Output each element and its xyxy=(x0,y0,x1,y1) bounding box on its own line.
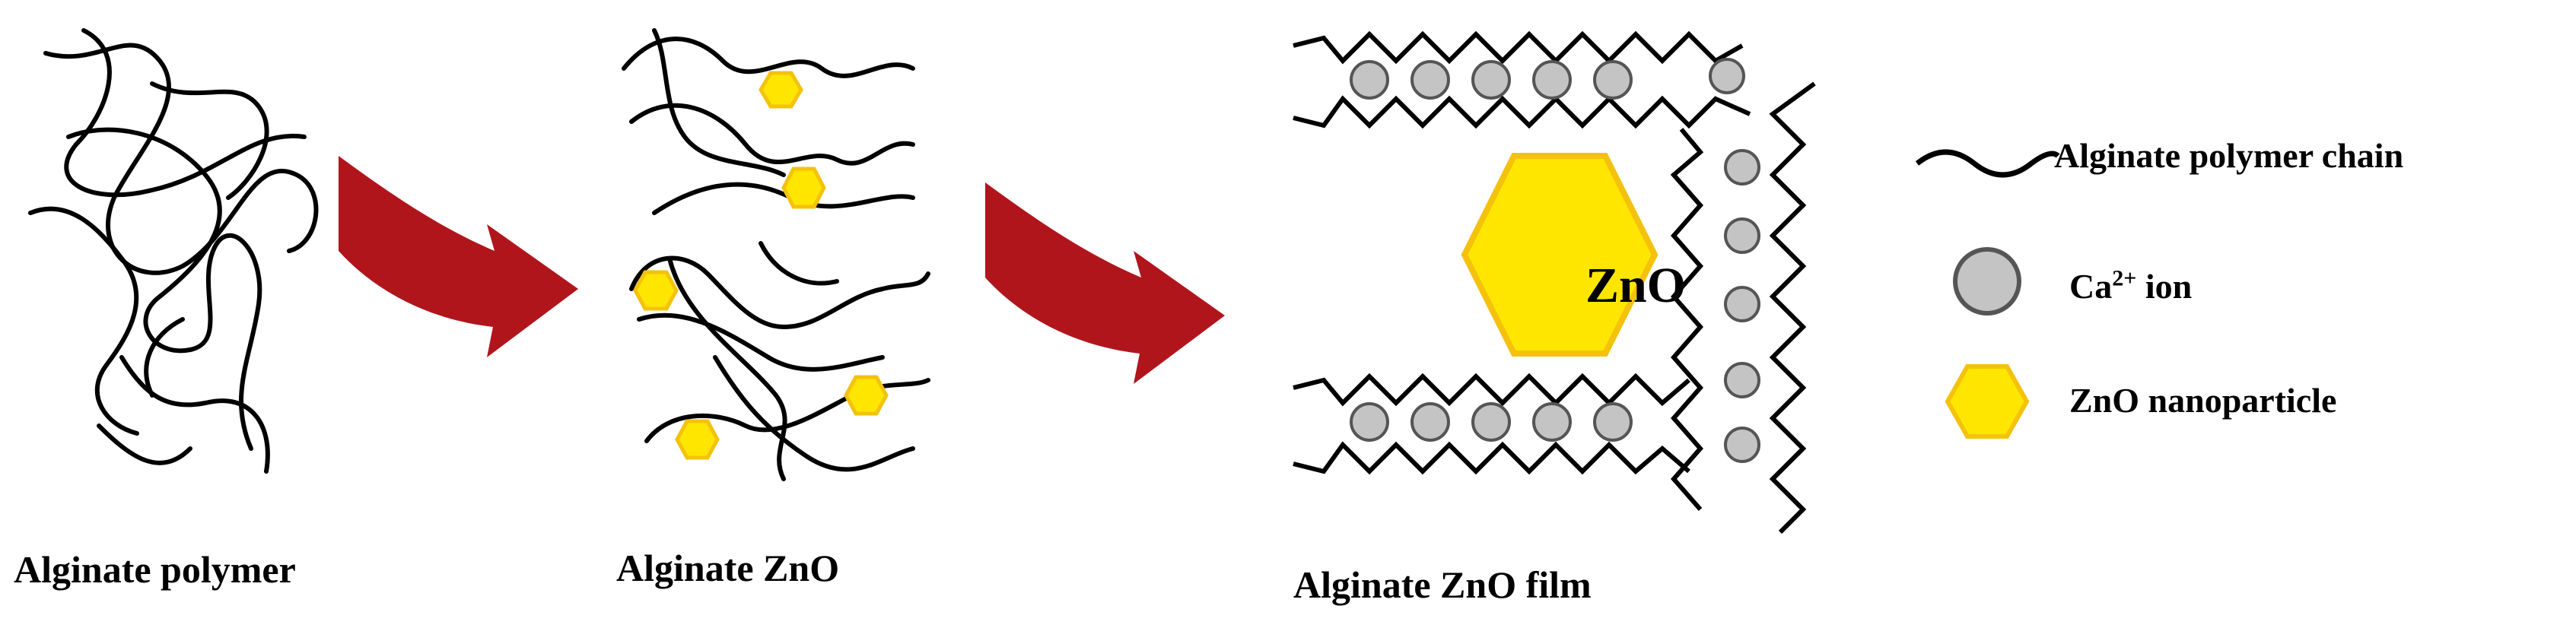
hexagon-icon xyxy=(781,167,826,209)
hexagon-icon xyxy=(758,71,803,109)
legend-ca-base: Ca xyxy=(2069,267,2113,306)
ca-ion-icon xyxy=(1350,60,1389,100)
hexagon-icon xyxy=(675,419,720,460)
film-particle-label: ZnO xyxy=(1585,258,1687,313)
ca-ion-icon xyxy=(1724,286,1760,322)
ca-ion-icon xyxy=(1724,149,1760,186)
legend-chain-label: Alginate polymer chain xyxy=(2054,136,2404,175)
curved-arrow-1 xyxy=(339,156,578,357)
stage-label-alginate-zno: Alginate ZnO xyxy=(616,547,840,589)
legend-ca-suffix: ion xyxy=(2136,267,2193,306)
curved-arrow-2 xyxy=(985,182,1225,384)
egg-box-film xyxy=(1293,30,1816,534)
hexagon-icon xyxy=(633,270,679,311)
ca-ion-icon xyxy=(1724,217,1760,254)
zno-large-hexagon-icon xyxy=(1461,153,1658,357)
ca-ion-icon xyxy=(1724,427,1760,463)
ca-ion-icon xyxy=(1410,60,1450,100)
stage-label-alginate-polymer: Alginate polymer xyxy=(14,548,296,591)
legend-ca-charge: 2+ xyxy=(2112,265,2137,291)
ca-ion-icon xyxy=(1593,60,1633,100)
ca-ion-icon xyxy=(1532,60,1572,100)
ca-ion-icon xyxy=(1724,362,1760,398)
ca-ion-icon xyxy=(1709,58,1745,94)
legend-ca-ion-label: Ca2+ ion xyxy=(2069,266,2192,306)
legend-ca-ion-icon xyxy=(1953,247,2021,316)
ca-ion-icon xyxy=(1471,402,1511,442)
legend-chain-icon xyxy=(1915,149,2060,178)
zno-particles-small xyxy=(633,71,889,460)
ca-ion-icon xyxy=(1410,402,1450,442)
alginate-polymer-tangle xyxy=(28,28,319,474)
stage-label-alginate-zno-film: Alginate ZnO film xyxy=(1293,563,1592,606)
legend-zno-label: ZnO nanoparticle xyxy=(2069,381,2337,420)
ca-ion-icon xyxy=(1350,402,1389,442)
alginate-zno-tangle xyxy=(622,28,930,481)
ca-ion-icon xyxy=(1593,402,1633,442)
ca-ion-icon xyxy=(1532,402,1572,442)
hexagon-icon xyxy=(844,375,889,416)
legend-zno-hexagon-icon xyxy=(1945,364,2030,439)
ca-ion-icon xyxy=(1471,60,1511,100)
